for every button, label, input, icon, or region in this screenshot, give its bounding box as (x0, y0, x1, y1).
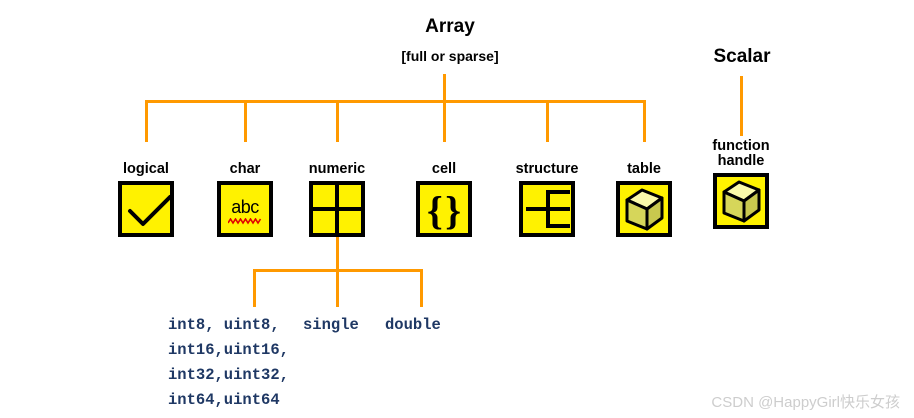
numeric-subtype-single: single (303, 316, 359, 334)
page-title: Array (425, 16, 475, 37)
type-node-cell[interactable]: cell { } (401, 146, 487, 237)
type-node-logical[interactable]: logical (103, 146, 189, 237)
connector-array-horizontal (145, 100, 646, 103)
type-label-structure: structure (515, 161, 579, 178)
tree-stem (526, 207, 548, 211)
connector-drop-cell (443, 100, 446, 142)
type-node-numeric[interactable]: numeric (294, 146, 380, 237)
scalar-title: Scalar (713, 46, 771, 67)
array-subtitle: [full or sparse] (401, 48, 499, 64)
type-label-char: char (229, 161, 261, 178)
tree-branch-icon (519, 181, 575, 237)
watermark: CSDN @HappyGirl快乐女孩 (711, 394, 900, 411)
brace-right: } (445, 188, 461, 233)
cube-icon (713, 173, 769, 229)
grid-divider-horizontal (313, 207, 361, 211)
connector-drop-single (336, 269, 339, 307)
abc-text-icon: abc (217, 181, 273, 237)
brace-left: { (427, 188, 443, 233)
connector-drop-double (420, 269, 423, 307)
abc-icon-text: abc (231, 197, 259, 217)
tree-prong-1 (548, 190, 570, 194)
tree-prong-2 (548, 207, 570, 211)
connector-drop-structure (546, 100, 549, 142)
connector-numeric-stem (336, 236, 339, 272)
cube-icon (616, 181, 672, 237)
tree-prong-3 (548, 224, 570, 228)
connector-array-stem (443, 74, 446, 102)
type-label-numeric: numeric (308, 161, 366, 178)
type-label-function-handle: function handle (712, 137, 770, 170)
connector-drop-integers (253, 269, 256, 307)
type-label-cell: cell (431, 161, 457, 178)
curly-braces-icon: { } (416, 181, 472, 237)
connector-drop-numeric (336, 100, 339, 142)
checkmark-icon (118, 181, 174, 237)
grid-2x2-icon (309, 181, 365, 237)
numeric-subtype-integers: int8, uint8, int16,uint16, int32,uint32,… (168, 316, 289, 409)
connector-drop-char (244, 100, 247, 142)
connector-drop-logical (145, 100, 148, 142)
type-node-table[interactable]: table (601, 146, 687, 237)
spellcheck-squiggle-icon (228, 218, 262, 225)
numeric-subtype-double: double (385, 316, 441, 334)
connector-scalar-stem (740, 76, 743, 136)
type-node-function-handle[interactable]: function handle (698, 138, 784, 229)
type-label-table: table (627, 161, 661, 178)
type-label-logical: logical (123, 161, 169, 178)
type-node-structure[interactable]: structure (504, 146, 590, 237)
connector-drop-table (643, 100, 646, 142)
type-node-char[interactable]: char abc (202, 146, 288, 237)
